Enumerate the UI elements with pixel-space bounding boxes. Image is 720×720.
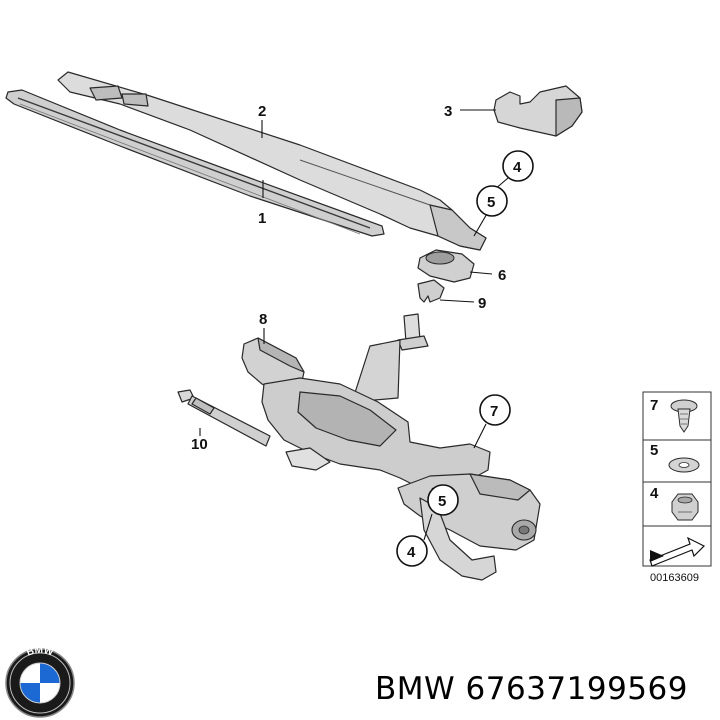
callout-5: 5 (487, 194, 495, 211)
wiper-motor-assembly (241, 313, 541, 581)
callout-5b: 5 (438, 493, 446, 510)
clip (417, 279, 445, 303)
callout-7: 7 (490, 403, 498, 420)
callout-2: 2 (258, 103, 266, 120)
svg-text:BMW: BMW (25, 645, 55, 659)
wiper-arm (57, 71, 487, 251)
callout-4b: 4 (407, 544, 416, 561)
legend-label-4: 4 (650, 485, 659, 502)
callout-9: 9 (478, 295, 486, 312)
wiper-blade (5, 89, 385, 237)
washer-icon (668, 457, 700, 473)
seal-cap (417, 249, 475, 283)
legend-label-7: 7 (650, 397, 658, 414)
callout-10: 10 (191, 436, 208, 453)
screw-icon (670, 399, 698, 433)
callout-4-circle (502, 150, 534, 182)
callout-3: 3 (444, 103, 452, 120)
arm-cap (493, 85, 583, 137)
connector-rod (177, 389, 271, 447)
diagram-code: 00163609 (650, 572, 699, 584)
nut-icon (671, 493, 699, 521)
bmw-logo: BMW (5, 645, 75, 718)
callout-5b-circle (427, 484, 459, 516)
legend-panel: 7 5 4 00163609 (642, 391, 712, 584)
callout-8: 8 (259, 311, 267, 328)
legend-label-5: 5 (650, 442, 658, 459)
callout-1: 1 (258, 210, 266, 227)
part-number-caption: BMW 67637199569 (375, 671, 688, 707)
callout-6: 6 (498, 267, 506, 284)
callout-4b-circle (396, 535, 428, 567)
arrow-icon (649, 536, 706, 567)
callout-7-circle (479, 394, 511, 426)
callout-4: 4 (513, 159, 522, 176)
callout-5-circle (476, 185, 508, 217)
callouts: 2 1 3 4 5 6 9 8 10 7 5 4 (191, 103, 534, 567)
